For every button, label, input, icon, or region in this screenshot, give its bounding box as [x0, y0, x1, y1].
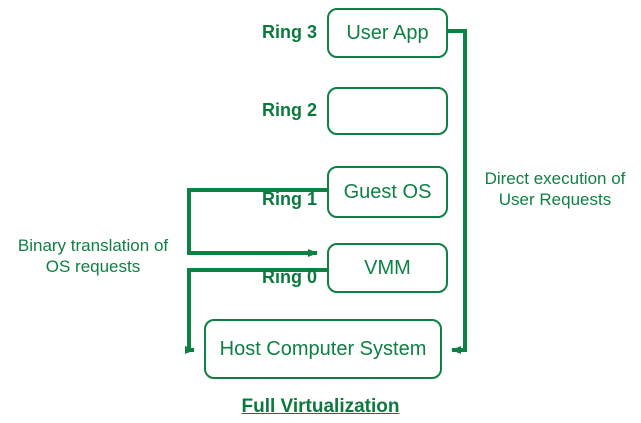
ring-label-ring-1: Ring 1 [180, 189, 317, 210]
direct-execution-connector [448, 29, 467, 354]
ring-0-text: Ring 0 [261, 267, 317, 287]
box-host-computer-system-label: Host Computer System [219, 337, 427, 360]
guest-os-to-vmm-connector [187, 188, 327, 257]
edge-label-binary-translation: Binary translation of OS requests [17, 236, 169, 277]
ring-label-ring-2: Ring 2 [180, 100, 317, 121]
box-vmm[interactable]: VMM [327, 243, 448, 293]
ring-1-text: Ring 1 [261, 189, 317, 209]
box-user-app-label: User App [346, 21, 429, 44]
ring-2-text: Ring 2 [261, 100, 317, 120]
box-guest-os-label: Guest OS [343, 180, 432, 203]
diagram-caption: Full Virtualization [241, 396, 400, 417]
box-vmm-label: VMM [364, 256, 411, 279]
ring-3-text: Ring 3 [261, 22, 317, 42]
vmm-to-host-connector [185, 268, 327, 354]
ring-label-ring-3: Ring 3 [180, 22, 317, 43]
box-guest-os[interactable]: Guest OS [327, 166, 448, 218]
box-host-computer-system[interactable]: Host Computer System [204, 319, 442, 379]
ring-label-ring-0: Ring 0 [180, 267, 317, 288]
box-user-app[interactable]: User App [327, 8, 448, 58]
edge-label-direct-execution: Direct execution of User Requests [484, 169, 626, 210]
box-ring2-empty[interactable] [327, 87, 448, 135]
